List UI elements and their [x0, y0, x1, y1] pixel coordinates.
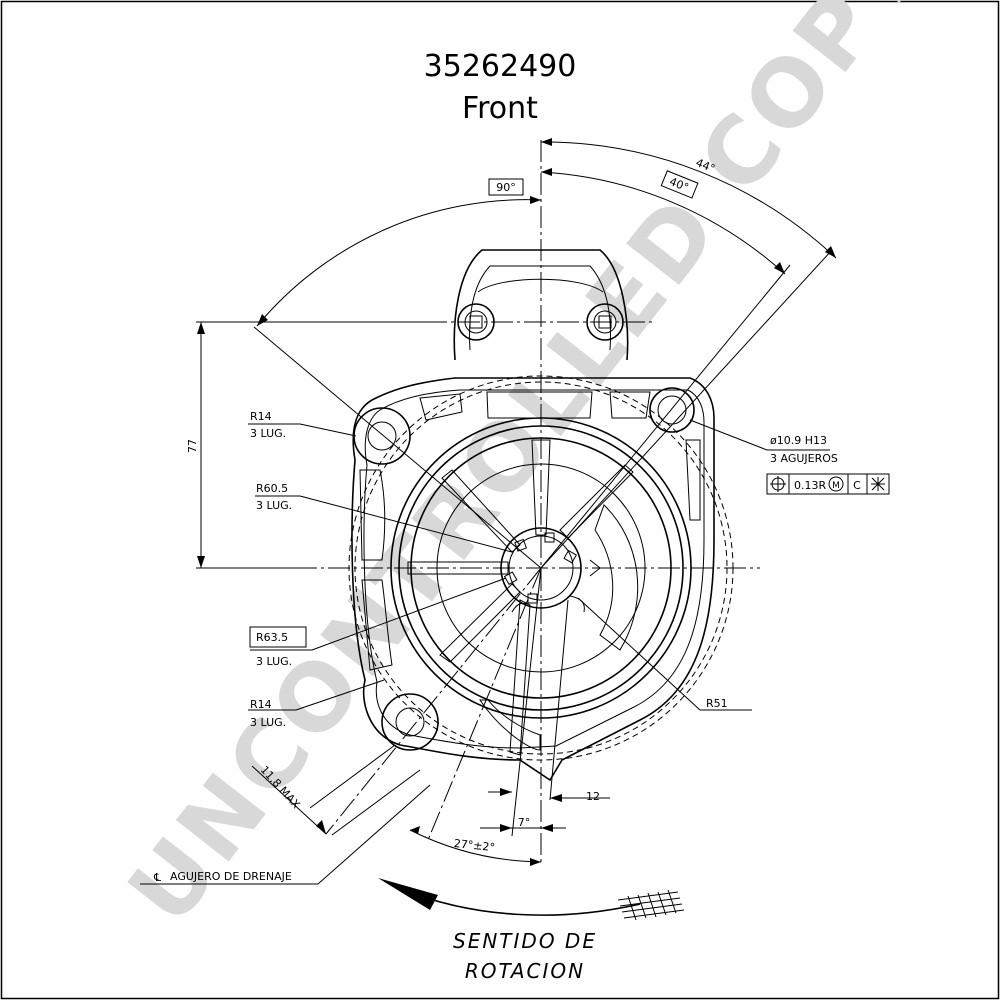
tolerance-frame [766, 473, 890, 495]
angle-40-box [660, 170, 699, 199]
r63-5-radius: R63.5 [256, 631, 288, 644]
center-lines [253, 140, 833, 865]
r14-top-qty: 3 LUG. [250, 427, 286, 440]
dimension-77: 77 [186, 439, 199, 453]
r60-5-qty: 3 LUG. [256, 499, 292, 512]
angle-90-box [488, 178, 524, 196]
rotation-label-line1: SENTIDO DE [453, 929, 597, 953]
mmc-modifier-icon [828, 476, 844, 492]
drain-hole-symbol: ℄ [153, 871, 161, 884]
holes-diameter: ø10.9 H13 [770, 434, 827, 447]
part-number: 35262490 [424, 49, 577, 84]
angle-27-label: 27°±2° [453, 837, 495, 854]
view-label: Front [462, 91, 538, 126]
callout-leaders [140, 419, 830, 885]
r14-top-radius: R14 [250, 410, 272, 423]
r63-5-qty: 3 LUG. [256, 655, 292, 668]
angle-90-label: 90° [496, 181, 516, 194]
tolerance-value: 0.13R [794, 479, 826, 492]
tolerance-modifier: M [832, 481, 840, 491]
angle-dimensions [256, 138, 837, 866]
rotation-arrow-icon [378, 878, 685, 921]
linear-dimensions [196, 321, 610, 836]
r14-bottom-radius: R14 [250, 698, 272, 711]
starter-housing [348, 249, 734, 782]
r51-radius: R51 [706, 697, 728, 710]
r63-5-box [249, 626, 307, 648]
mounting-holes [353, 303, 695, 751]
r14-bottom-qty: 3 LUG. [250, 716, 286, 729]
dimension-12: 12 [586, 790, 600, 803]
tolerance-datum: C [853, 479, 861, 492]
rotation-label-line2: ROTACION [465, 959, 585, 983]
r60-5-radius: R60.5 [256, 482, 288, 495]
angle-7-label: 7° [518, 816, 531, 829]
holes-qty: 3 AGUJEROS [770, 452, 838, 465]
watermark-text: UNCONTROLLED COPY [108, 0, 945, 944]
drain-hole-label: AGUJERO DE DRENAJE [170, 870, 292, 883]
